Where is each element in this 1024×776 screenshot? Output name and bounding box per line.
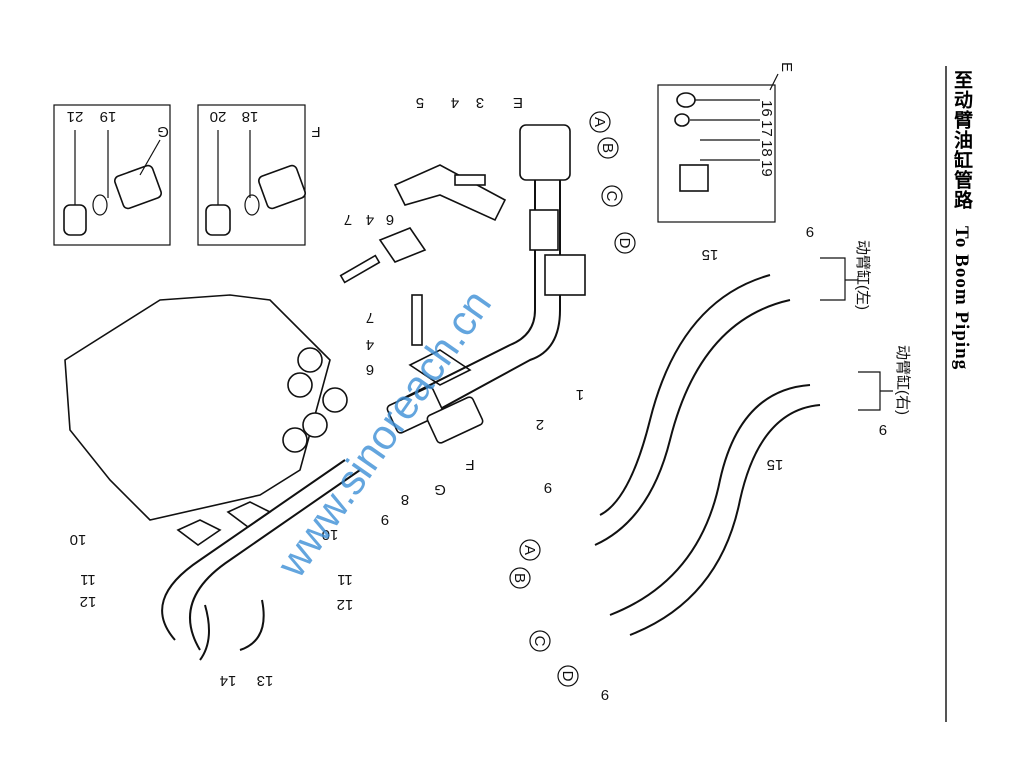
callout: 9 bbox=[544, 479, 552, 496]
callout: 10 bbox=[322, 526, 339, 543]
callout: 15 bbox=[702, 246, 719, 263]
callout: 12 bbox=[337, 596, 354, 613]
callout: 6 bbox=[366, 361, 374, 378]
part-number: 17 bbox=[758, 120, 775, 137]
part-number: 21 bbox=[67, 108, 84, 125]
port-marker-b: B bbox=[511, 573, 528, 583]
callout: 9 bbox=[806, 223, 814, 240]
callout: F bbox=[465, 456, 474, 473]
callout: 7 bbox=[366, 309, 374, 326]
part-number: 18 bbox=[758, 140, 775, 157]
hoses bbox=[594, 257, 893, 636]
port-markers: A B C D A B C D bbox=[509, 111, 636, 687]
callout: 7 bbox=[344, 211, 352, 228]
cylinder-label-right: 动臂缸(右) bbox=[894, 345, 912, 415]
callout: 2 bbox=[536, 416, 544, 433]
callout: 9 bbox=[601, 686, 609, 703]
part-number: 19 bbox=[758, 160, 775, 177]
detail-box-e: 16 17 18 19 E bbox=[657, 62, 795, 223]
port-marker-a: A bbox=[521, 545, 538, 555]
callout: 5 bbox=[416, 94, 424, 111]
detail-box-g: 21 19 G bbox=[53, 104, 171, 246]
callout: 9 bbox=[381, 511, 389, 528]
callout: 15 bbox=[767, 456, 784, 473]
cylinder-label-left: 动臂缸(左) bbox=[854, 240, 872, 310]
callout: 11 bbox=[337, 571, 353, 588]
port-marker-d: D bbox=[559, 671, 576, 682]
callout: 10 bbox=[70, 531, 87, 548]
title-zh: 至动臂油缸管路 bbox=[951, 70, 972, 210]
detail-box-f: 20 18 F bbox=[197, 104, 321, 246]
part-number: 20 bbox=[210, 108, 227, 125]
callout: 3 bbox=[476, 94, 484, 111]
bracket-assembly bbox=[339, 164, 507, 386]
port-marker-b: B bbox=[599, 143, 616, 153]
title-rule bbox=[945, 66, 947, 722]
title-en: To Boom Piping bbox=[951, 225, 972, 370]
callout: 12 bbox=[80, 593, 97, 610]
callout: 13 bbox=[257, 672, 274, 689]
box-letter: E bbox=[778, 62, 795, 72]
callout: 4 bbox=[366, 211, 374, 228]
part-number: 16 bbox=[758, 100, 775, 117]
callout: G bbox=[434, 481, 446, 498]
callouts: 5 4 3 E 7 4 6 7 4 6 1 2 F G 8 9 10 10 11… bbox=[70, 94, 888, 703]
callout: E bbox=[513, 94, 523, 111]
pipe-assembly bbox=[386, 124, 586, 444]
part-number: 18 bbox=[242, 108, 259, 125]
port-marker-a: A bbox=[591, 117, 608, 127]
callout: 6 bbox=[386, 211, 394, 228]
callout: 4 bbox=[451, 94, 459, 111]
port-marker-d: D bbox=[616, 238, 633, 249]
port-marker-c: C bbox=[531, 636, 548, 647]
callout: 1 bbox=[576, 386, 584, 403]
callout: 4 bbox=[366, 336, 374, 353]
part-number: 19 bbox=[100, 108, 117, 125]
port-marker-c: C bbox=[603, 191, 620, 202]
flanges-elbows bbox=[161, 459, 361, 661]
callout: 8 bbox=[401, 491, 409, 508]
box-letter: G bbox=[157, 123, 169, 140]
page-title: 至动臂油缸管路 To Boom Piping bbox=[948, 70, 975, 370]
callout: 14 bbox=[220, 672, 237, 689]
callout: 9 bbox=[879, 421, 887, 438]
control-valve bbox=[64, 294, 348, 521]
box-letter: F bbox=[311, 123, 320, 140]
callout: 11 bbox=[80, 571, 96, 588]
